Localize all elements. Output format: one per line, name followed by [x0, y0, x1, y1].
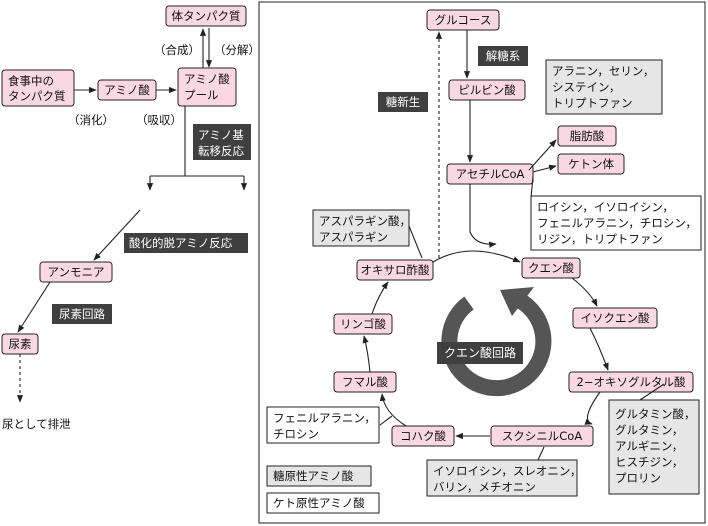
amino-acid-box: アミノ酸 [97, 79, 157, 101]
svg-text:トリプトファン: トリプトファン [552, 96, 633, 110]
svg-text:脂肪酸: 脂肪酸 [570, 129, 605, 143]
svg-text:リジン，トリプトファン: リジン，トリプトファン [537, 232, 663, 246]
glycolysis-label: 解糖系 [478, 46, 528, 66]
svg-text:食事中の: 食事中の [8, 74, 54, 88]
svg-text:糖原性アミノ酸: 糖原性アミノ酸 [273, 469, 354, 483]
svg-text:クエン酸: クエン酸 [528, 261, 574, 275]
svg-text:システイン，: システイン， [552, 80, 620, 94]
svg-text:アミノ酸: アミノ酸 [184, 72, 230, 86]
svg-text:イソクエン酸: イソクエン酸 [581, 311, 650, 325]
svg-text:スクシニルCoA: スクシニルCoA [502, 429, 583, 443]
svg-text:解糖系: 解糖系 [486, 49, 521, 63]
svg-text:ロイシン，イソロイシン，: ロイシン，イソロイシン， [537, 200, 674, 214]
svg-text:糖新生: 糖新生 [386, 95, 421, 109]
svg-text:体タンパク質: 体タンパク質 [172, 9, 241, 23]
svg-text:グルコース: グルコース [435, 13, 492, 27]
legend-glucogenic: 糖原性アミノ酸 [266, 465, 372, 487]
asparagine-amino-acids: アスパラギン酸， アスパラギン [312, 209, 411, 247]
ketone-body-box: ケトン体 [557, 153, 625, 175]
svg-text:プール: プール [184, 88, 219, 102]
isocitrate-box: イソクエン酸 [572, 307, 658, 329]
svg-text:オキサロ酢酸: オキサロ酢酸 [361, 263, 430, 277]
tca-cycle-label: クエン酸回路 [437, 342, 523, 364]
malate-box: リンゴ酸 [333, 313, 393, 335]
acetyl-coa-amino-acids: ロイシン，イソロイシン， フェニルアラニン，チロシン， リジン，トリプトファン [530, 195, 702, 251]
svg-text:グルタミン酸，: グルタミン酸， [615, 407, 696, 421]
svg-text:アンモニア: アンモニア [47, 265, 104, 279]
svg-text:フェニルアラニン，: フェニルアラニン， [273, 411, 376, 425]
tca-panel-frame [258, 1, 706, 524]
succinyl-coa-amino-acids: イソロイシン，スレオニン， バリン，メチオニン [426, 459, 581, 497]
svg-text:リンゴ酸: リンゴ酸 [340, 317, 386, 331]
oxidative-deamination-label: 酸化的脱アミノ反応 [124, 233, 248, 253]
excretion-label: 尿として排泄 [2, 417, 71, 431]
svg-text:アラニン，セリン，: アラニン，セリン， [552, 64, 654, 78]
cycle-arrow-icon [441, 287, 552, 397]
svg-text:2−オキソグルタル酸: 2−オキソグルタル酸 [577, 375, 686, 389]
glucose-box: グルコース [426, 9, 500, 31]
dietary-protein-box: 食事中の タンパク質 [1, 69, 75, 107]
svg-text:尿素回路: 尿素回路 [59, 307, 105, 321]
svg-text:フマル酸: フマル酸 [342, 375, 388, 389]
svg-text:アミノ酸: アミノ酸 [104, 83, 150, 97]
citrate-box: クエン酸 [521, 257, 581, 279]
svg-text:アミノ基: アミノ基 [198, 128, 244, 142]
svg-text:アスパラギン: アスパラギン [319, 230, 388, 244]
svg-text:バリン，メチオニン: バリン，メチオニン [433, 480, 536, 494]
svg-text:フェニルアラニン，チロシン，: フェニルアラニン，チロシン， [537, 216, 697, 230]
urea-cycle-label: 尿素回路 [52, 304, 112, 324]
svg-text:アスパラギン酸，: アスパラギン酸， [319, 214, 411, 228]
svg-text:アセチルCoA: アセチルCoA [456, 167, 525, 181]
svg-text:クエン酸回路: クエン酸回路 [444, 345, 516, 360]
gluconeogenesis-label: 糖新生 [378, 92, 428, 112]
svg-text:コハク酸: コハク酸 [400, 429, 446, 443]
fumarate-amino-acids: フェニルアラニン， チロシン [266, 406, 380, 444]
svg-text:イソロイシン，スレオニン，: イソロイシン，スレオニン， [433, 464, 581, 478]
succinate-box: コハク酸 [391, 425, 455, 447]
urea-box: 尿素 [1, 333, 39, 355]
svg-text:尿素: 尿素 [9, 337, 32, 351]
transamination-label: アミノ基 転移反応 [193, 124, 251, 160]
svg-text:ピルビン酸: ピルビン酸 [458, 83, 516, 97]
svg-text:グルタミン，: グルタミン， [615, 423, 683, 437]
succinyl-coa-box: スクシニルCoA [490, 425, 594, 447]
svg-text:チロシン: チロシン [273, 427, 319, 441]
svg-text:タンパク質: タンパク質 [8, 89, 66, 103]
oxoglutarate-box: 2−オキソグルタル酸 [568, 371, 694, 393]
synthesis-label: （合成） [154, 43, 200, 57]
svg-text:プロリン: プロリン [615, 471, 661, 485]
ammonia-box: アンモニア [39, 261, 113, 283]
amino-acid-pool-box: アミノ酸 プール [177, 67, 237, 107]
right-panel: グルコース 解糖系 糖新生 ピルビン酸 アラニン，セリン， システイン， トリプ… [266, 9, 702, 514]
absorption-label: （吸収） [136, 113, 182, 127]
body-protein-box: 体タンパク質 [165, 5, 247, 27]
fumarate-box: フマル酸 [333, 371, 397, 393]
svg-text:酸化的脱アミノ反応: 酸化的脱アミノ反応 [129, 236, 233, 250]
pyruvate-amino-acids: アラニン，セリン， システイン， トリプトファン [545, 59, 663, 115]
oxaloacetate-box: オキサロ酢酸 [356, 259, 434, 281]
left-panel: 体タンパク質 （合成） （分解） 食事中の タンパク質 アミノ酸 アミノ酸 プー… [1, 5, 260, 431]
svg-text:ケトン体: ケトン体 [568, 157, 614, 171]
svg-text:ケト原性アミノ酸: ケト原性アミノ酸 [273, 496, 365, 510]
digestion-label: （消化） [68, 113, 114, 127]
glutamate-amino-acids: グルタミン酸， グルタミン， アルギニン， ヒスチジン， プロリン [608, 399, 700, 495]
svg-text:ヒスチジン，: ヒスチジン， [615, 455, 683, 469]
svg-text:転移反応: 転移反応 [198, 144, 244, 158]
acetyl-coa-box: アセチルCoA [446, 163, 534, 185]
pyruvate-box: ピルビン酸 [448, 79, 526, 101]
fatty-acid-box: 脂肪酸 [557, 125, 617, 147]
degradation-label: （分解） [214, 43, 260, 57]
legend-ketogenic: ケト原性アミノ酸 [266, 492, 380, 514]
svg-text:アルギニン，: アルギニン， [615, 439, 683, 453]
